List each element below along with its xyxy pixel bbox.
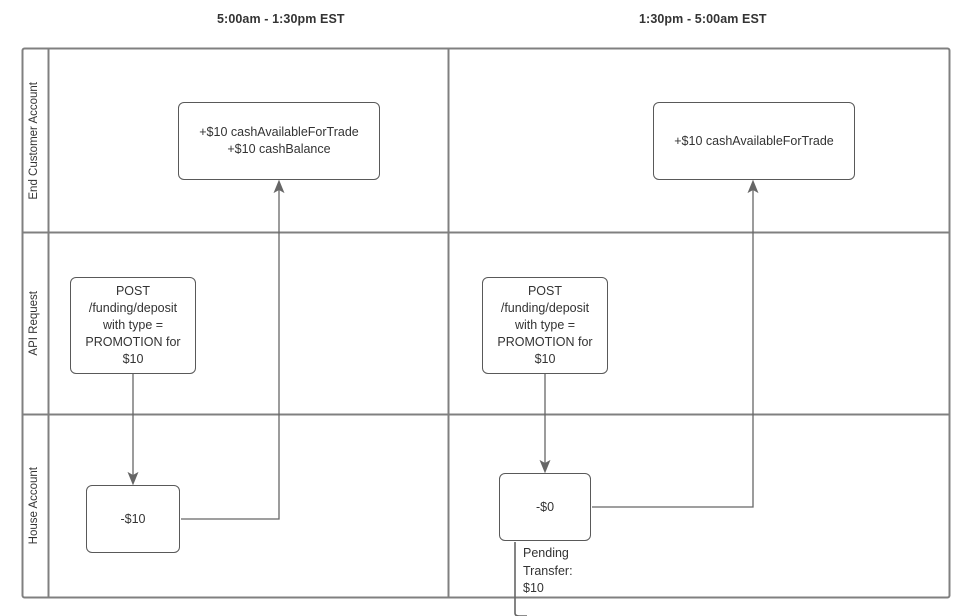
lane-label-api-request: API Request	[22, 233, 48, 414]
node-api-request-left[interactable]: POST /funding/deposit with type = PROMOT…	[70, 277, 196, 374]
node-customer-credit-left[interactable]: +$10 cashAvailableForTrade +$10 cashBala…	[178, 102, 380, 180]
column-title-morning: 5:00am - 1:30pm EST	[217, 12, 345, 26]
node-house-debit-right[interactable]: -$0	[499, 473, 591, 541]
arrowhead-house-to-customer-left	[273, 179, 285, 194]
lane-label-text: End Customer Account	[28, 81, 41, 200]
swimlane-outer-border	[21, 47, 951, 599]
lane-label-end-customer-account: End Customer Account	[22, 49, 48, 232]
arrowhead-api-to-house-left	[127, 471, 139, 486]
lane-label-house-account: House Account	[22, 415, 48, 597]
node-house-debit-left[interactable]: -$10	[86, 485, 180, 553]
connector-group-left	[127, 179, 285, 520]
node-api-request-right[interactable]: POST /funding/deposit with type = PROMOT…	[482, 277, 608, 374]
arrowhead-house-to-customer-right	[747, 179, 759, 194]
lane-label-text: API Request	[28, 291, 41, 356]
lane-label-text: House Account	[28, 467, 41, 545]
annotation-pending-transfer: Pending Transfer: $10	[523, 546, 573, 595]
arrowhead-api-to-house-right	[539, 459, 551, 474]
connector-house-to-customer-left	[181, 189, 280, 520]
swimlane-frame	[21, 47, 951, 599]
node-customer-credit-right[interactable]: +$10 cashAvailableForTrade	[653, 102, 855, 180]
column-title-overnight: 1:30pm - 5:00am EST	[639, 12, 767, 26]
connector-house-to-customer-right	[592, 189, 754, 508]
